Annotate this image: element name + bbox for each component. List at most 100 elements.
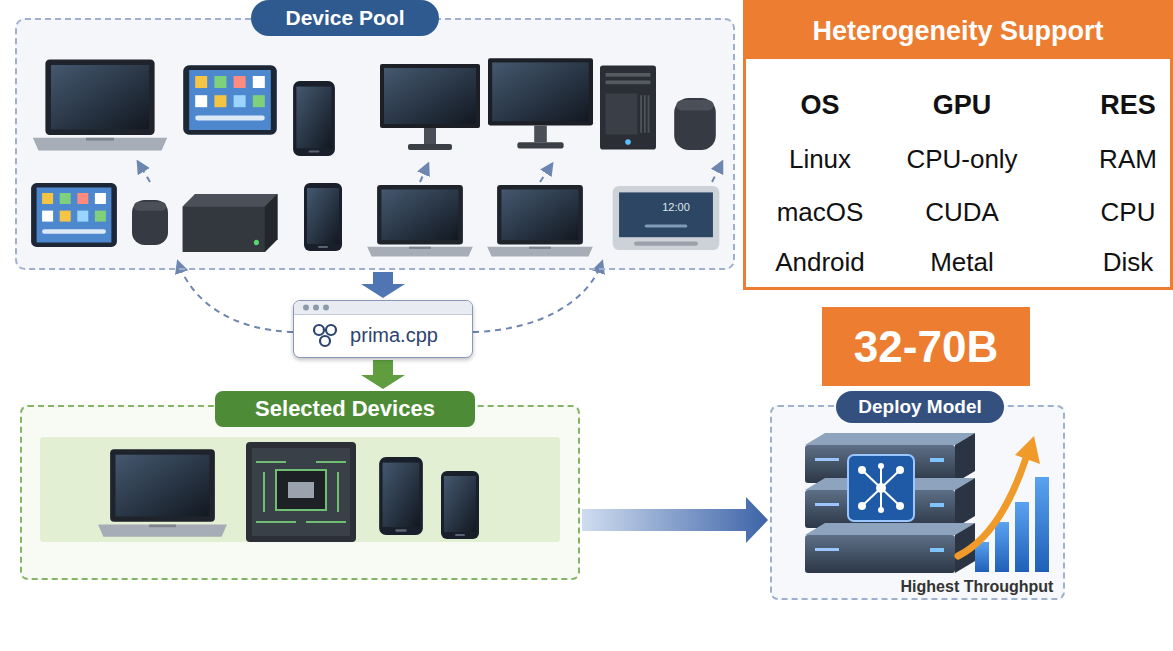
model-icon (858, 463, 904, 513)
flow-arrow (361, 272, 405, 298)
device-icon (380, 64, 480, 150)
network-icon (314, 325, 324, 335)
server-stack (815, 458, 839, 461)
column-header: GPU (933, 90, 992, 121)
window-dot (323, 305, 329, 311)
model-icon (878, 507, 884, 513)
device-icon (33, 59, 167, 150)
network-icon (310, 322, 340, 348)
region-title-pill: Device Pool (251, 0, 438, 36)
caption-text: Highest Throughput (898, 577, 1057, 597)
table-cell: Android (775, 247, 865, 278)
device-pool-region: Device Pool (15, 18, 735, 270)
server-stack (930, 458, 944, 462)
region-title-pill: Deploy Model (836, 391, 1004, 423)
device-icon (304, 183, 342, 251)
deploy-region: Deploy ModelHighest Throughput (770, 405, 1065, 600)
flow-arrow (361, 360, 405, 389)
server-stack (805, 523, 975, 535)
flow-arrow (582, 497, 768, 543)
column-header: RES (1100, 90, 1156, 121)
table-cell: CPU (1101, 197, 1156, 228)
server-stack (805, 433, 975, 445)
network-icon (326, 325, 336, 335)
device-icon (98, 449, 227, 536)
table-cell: CUDA (925, 197, 999, 228)
server-stack (815, 503, 839, 506)
device-icon (132, 200, 168, 245)
table-cell: Disk (1103, 247, 1154, 278)
server-stack (805, 433, 975, 573)
dashed-arrow (712, 162, 722, 182)
throughput-bars (958, 436, 1049, 572)
window-dot (313, 305, 319, 311)
device-icon (31, 58, 719, 256)
table-cell: Metal (930, 247, 994, 278)
model-icon (848, 455, 914, 521)
model-icon (858, 466, 866, 474)
table-cell: Linux (789, 144, 851, 175)
model-icon (896, 502, 904, 510)
network-icon (320, 336, 330, 346)
throughput-bars (995, 522, 1009, 572)
flow-arrow (361, 272, 405, 298)
model-size-badge: 32-70B (822, 307, 1030, 386)
window-dot (303, 305, 309, 311)
device-icon (367, 185, 473, 257)
clock-text: 12:00 (662, 201, 690, 213)
throughput-bars (1015, 502, 1029, 572)
device-icon (293, 81, 335, 156)
device-icon (487, 185, 593, 257)
model-icon (858, 502, 866, 510)
dashed-arrow (138, 162, 150, 182)
table-cell: macOS (777, 197, 864, 228)
badge-label: 32-70B (854, 322, 998, 372)
device-icon (183, 65, 277, 135)
network-icon (314, 325, 336, 346)
throughput-bars (1015, 436, 1040, 464)
device-icon (98, 442, 479, 542)
server-stack (955, 478, 975, 528)
device-icon (600, 66, 656, 150)
selected-devices-ground (20, 405, 580, 580)
device-icon (246, 442, 356, 542)
device-icon (31, 183, 117, 247)
model-icon (848, 455, 914, 521)
dashed-arrow (540, 164, 552, 182)
selected-devices-region: Selected Devices (20, 405, 580, 580)
server-stack (815, 548, 839, 551)
dashed-arrow (473, 262, 602, 332)
device-pool-ground (15, 18, 735, 270)
table-heading: Heterogeneity Support (746, 3, 1170, 59)
device-icon (379, 457, 423, 535)
deploy-ground (770, 405, 1065, 600)
model-icon (862, 466, 900, 510)
dashed-arrow (420, 164, 428, 182)
process-label: prima.cpp (350, 324, 438, 347)
dashed-arrow (138, 162, 722, 332)
region-title-pill: Selected Devices (215, 391, 475, 427)
table-cell: RAM (1099, 144, 1157, 175)
device-icon (613, 186, 720, 250)
model-icon (862, 466, 900, 510)
server-stack (805, 535, 955, 573)
model-icon (878, 463, 884, 469)
device-icon (441, 471, 479, 539)
table-cell: CPU-only (906, 144, 1017, 175)
flow-arrow (361, 360, 405, 389)
device-icon (674, 98, 716, 150)
server-stack (930, 503, 944, 507)
window-title-bar (294, 301, 472, 315)
throughput-bars (958, 458, 1026, 556)
column-header: OS (800, 90, 839, 121)
server-stack (955, 433, 975, 483)
model-icon (896, 466, 904, 474)
server-stack (930, 548, 944, 552)
selected-devices-panel (40, 437, 560, 542)
device-icon (488, 58, 593, 148)
device-icon (183, 194, 278, 252)
throughput-bars (1035, 477, 1049, 572)
window-dots (300, 301, 340, 314)
model-icon (876, 483, 886, 493)
